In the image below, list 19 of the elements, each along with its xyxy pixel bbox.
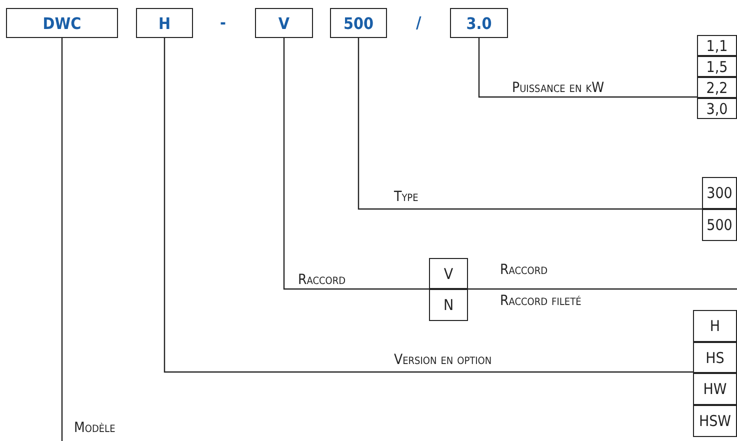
- separator-symbol: -: [220, 13, 226, 32]
- code-field-box: DWC: [6, 8, 118, 38]
- separator-symbol: /: [416, 13, 422, 32]
- leader-line: [61, 38, 63, 441]
- code-field-box: V: [255, 8, 313, 38]
- option-cell: HW: [693, 373, 737, 405]
- code-field-box: 3.0: [450, 8, 508, 38]
- option-cell: 2,2: [697, 77, 737, 98]
- leader-line: [164, 38, 693, 373]
- code-field-box: H: [136, 8, 193, 38]
- option-description: Raccord fileté: [500, 293, 582, 309]
- leader-line: [358, 38, 702, 210]
- leader-line: [478, 38, 697, 98]
- option-cell: 1,5: [697, 56, 737, 77]
- option-cell: 3,0: [697, 98, 737, 119]
- option-cell: HS: [693, 342, 737, 373]
- code-field-box: 500: [330, 8, 387, 38]
- option-description: Raccord: [500, 262, 548, 278]
- leader-line: [283, 38, 429, 290]
